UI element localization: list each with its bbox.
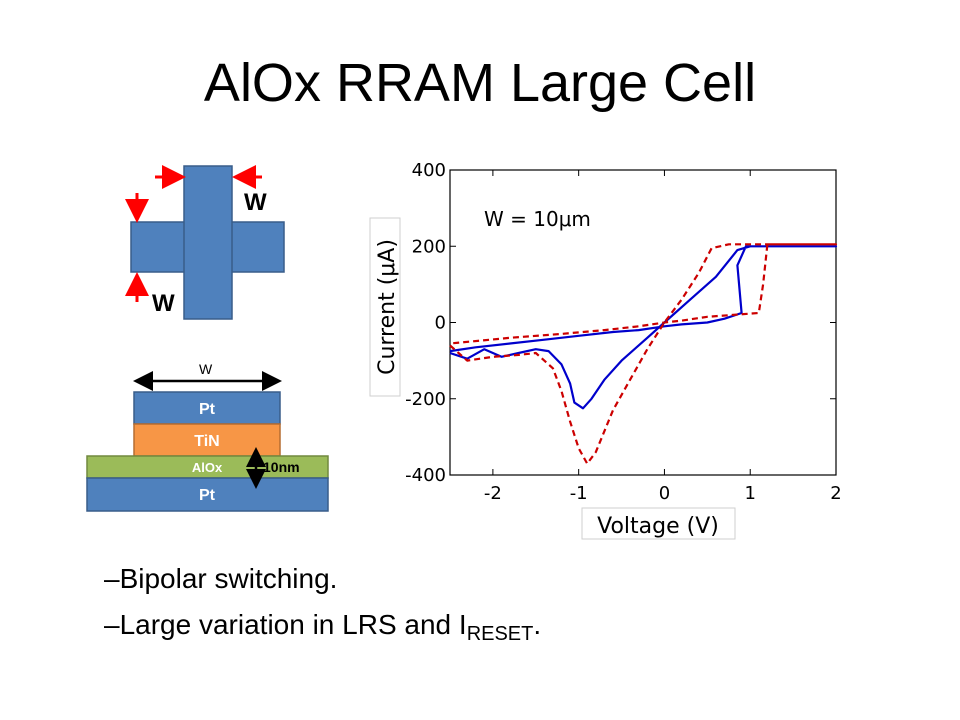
y-axis-title-box: Current (μA) (369, 217, 401, 397)
bullet-item: –Large variation in LRS and IRESET. (104, 602, 541, 648)
x-axis-title-box: Voltage (V) (581, 507, 736, 540)
series-line-dashed (449, 243, 838, 465)
bullet-subscript: RESET (466, 623, 534, 645)
bullet-text: Bipolar switching. (119, 563, 338, 594)
y-axis-title: Current (μA) (375, 239, 400, 375)
slide-title: AlOx RRAM Large Cell (203, 53, 757, 113)
cross-label-top: W (244, 189, 267, 216)
layer-pt-top (133, 391, 281, 425)
chart-annotation: W = 10μm (484, 207, 591, 231)
y-tick-label: 0 (435, 313, 446, 334)
x-tick-label: 0 (659, 483, 670, 504)
layer-pt-top-label: Pt (199, 401, 216, 418)
cross-label-bottom: W (152, 290, 175, 317)
x-tick-label: 1 (744, 483, 755, 504)
bullet-suffix: . (533, 609, 542, 640)
y-tick-label: 400 (412, 160, 446, 181)
layer-pt-bottom (86, 477, 329, 512)
series-line-solid (449, 245, 838, 410)
bullet-prefix: – (104, 563, 120, 594)
y-tick-label: 200 (412, 236, 446, 257)
x-tick-label: -1 (570, 483, 588, 504)
x-tick-label: -2 (484, 483, 502, 504)
layer-pt-bottom-label: Pt (199, 487, 216, 504)
stack-width-label: W (199, 361, 213, 377)
x-axis-title: Voltage (V) (597, 514, 719, 539)
layer-tin-label: TiN (194, 433, 219, 450)
bullet-prefix: – (104, 609, 120, 640)
x-tick-label: 2 (830, 483, 841, 504)
bullet-item: –Bipolar switching. (104, 556, 541, 602)
cross-vertical-bar (183, 165, 233, 320)
layer-alox-label: AlOx (192, 460, 223, 475)
bullet-text: Large variation in LRS and I (119, 609, 467, 640)
thickness-label: 10nm (263, 459, 300, 475)
bullet-list: –Bipolar switching. –Large variation in … (104, 556, 541, 648)
y-tick-label: -200 (405, 389, 446, 410)
y-tick-label: -400 (405, 465, 446, 486)
